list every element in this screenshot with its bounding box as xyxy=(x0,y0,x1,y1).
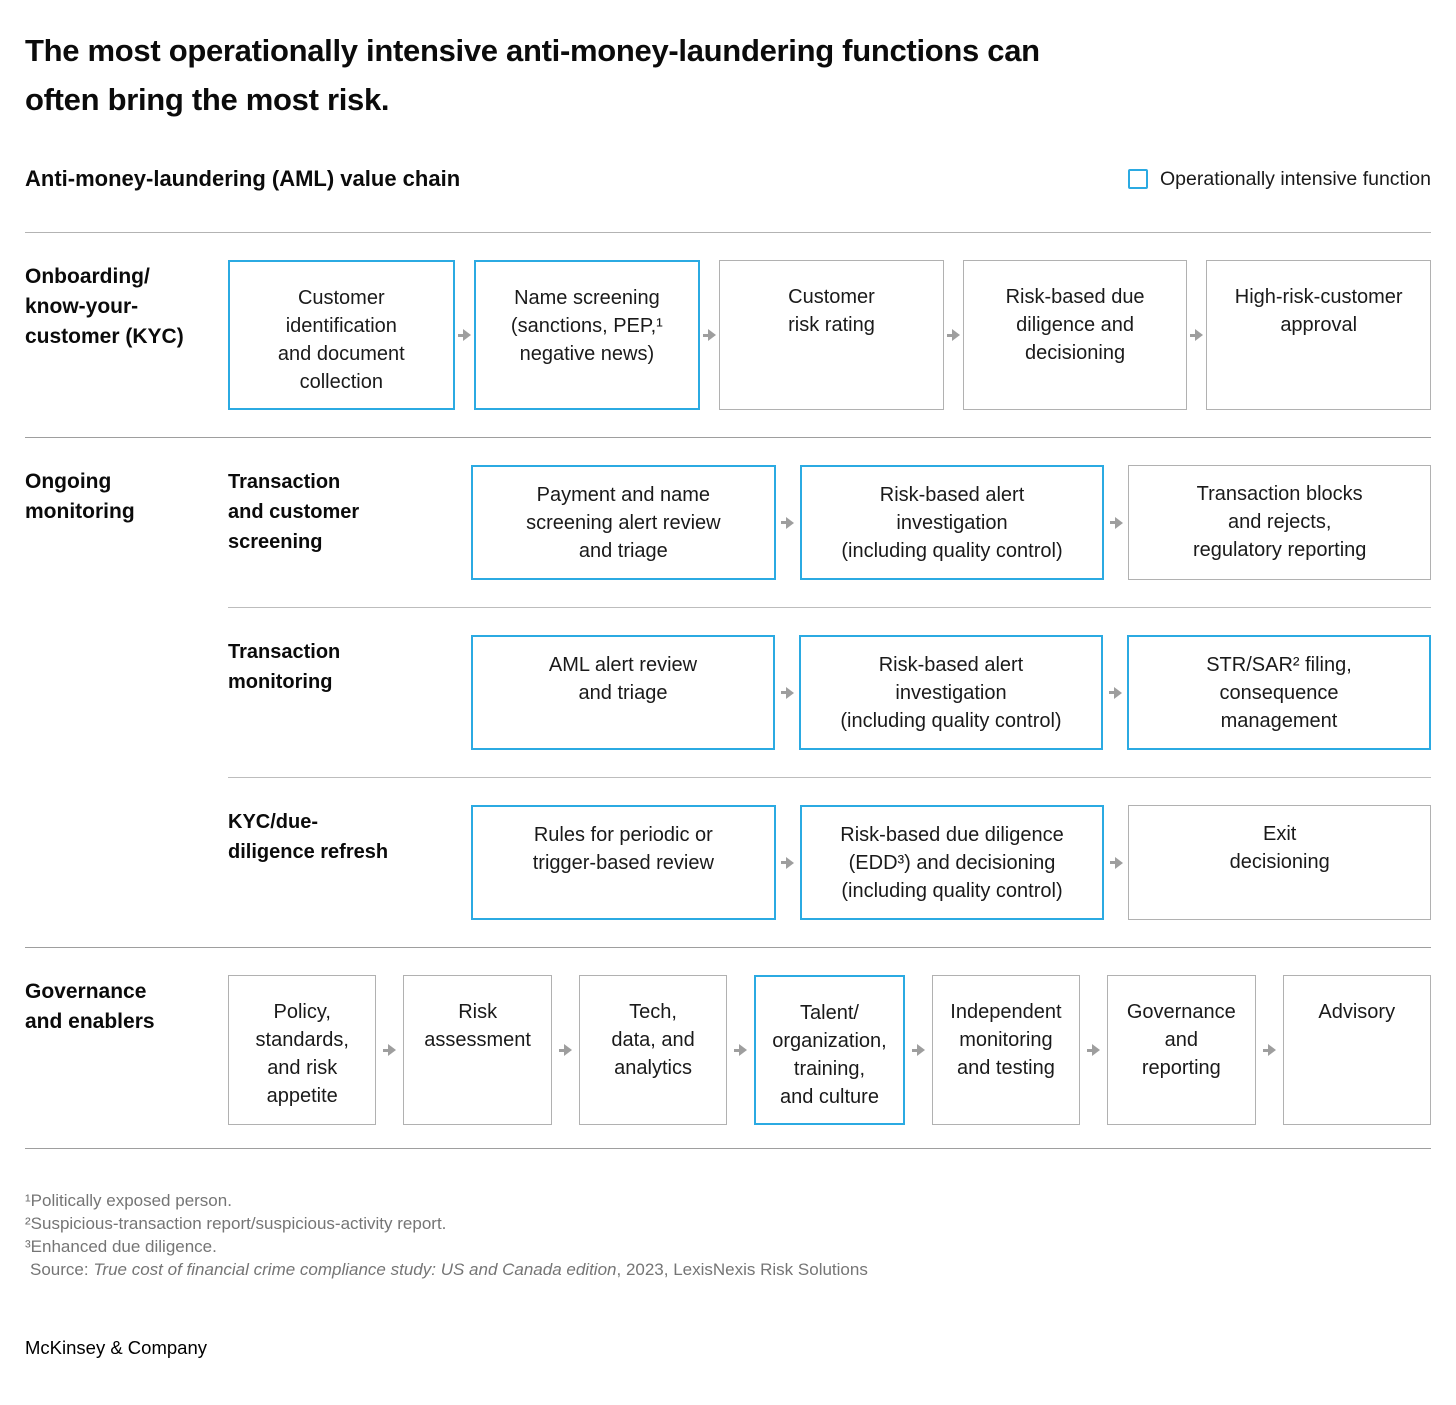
arrow-right-icon xyxy=(905,975,932,1125)
flow-box: STR/SAR² filing, consequence management xyxy=(1127,635,1431,750)
section-label: Ongoing monitoring xyxy=(25,470,135,523)
divider xyxy=(25,437,1431,438)
section-label: Onboarding/ know-your- customer (KYC) xyxy=(25,265,184,348)
source-title: True cost of financial crime compliance … xyxy=(93,1260,617,1279)
flow-box: Policy, standards, and risk appetite xyxy=(228,975,377,1125)
arrow-right-icon xyxy=(1187,260,1206,410)
arrow-right-icon xyxy=(946,329,960,341)
arrow-right-icon xyxy=(1087,1044,1101,1056)
flow-box: AML alert review and triage xyxy=(471,635,775,750)
flow-box: Advisory xyxy=(1282,975,1431,1125)
source-suffix: , 2023, LexisNexis Risk Solutions xyxy=(616,1260,868,1279)
legend-swatch-icon xyxy=(1128,169,1148,189)
subrow-kyc-due-diligence-refresh: KYC/due- diligence refresh Rules for per… xyxy=(228,778,1432,947)
arrow-right-icon xyxy=(700,260,719,410)
arrow-right-icon xyxy=(1109,516,1123,529)
flow-box: Risk-based alert investigation (includin… xyxy=(799,635,1103,750)
arrow-right-icon xyxy=(944,260,963,410)
divider xyxy=(25,947,1431,948)
flow-box: High-risk-customer approval xyxy=(1206,260,1431,410)
subrow-label: Transaction monitoring xyxy=(228,641,341,693)
flow-box: Exit decisioning xyxy=(1128,805,1432,920)
arrow-right-icon xyxy=(734,1044,748,1056)
footnote: ³Enhanced due diligence. xyxy=(25,1237,217,1256)
flow-box: Governance and reporting xyxy=(1107,975,1256,1125)
subrow-transaction-customer-screening: Transaction and customer screening Payme… xyxy=(228,438,1432,607)
flow-box: Name screening (sanctions, PEP,¹ negativ… xyxy=(473,260,701,410)
arrow-right-icon xyxy=(558,1044,572,1056)
subrow-label: Transaction and customer screening xyxy=(228,471,360,553)
arrow-right-icon xyxy=(776,805,800,920)
flow-box: Risk-based due diligence (EDD³) and deci… xyxy=(799,805,1105,920)
divider xyxy=(228,777,1431,778)
flow-box: Customer identification and document col… xyxy=(228,260,455,410)
arrow-right-icon xyxy=(703,329,717,341)
flow-box: Tech, data, and analytics xyxy=(578,975,728,1125)
subrow-transaction-monitoring: Transaction monitoring AML alert review … xyxy=(228,608,1431,777)
legend: Operationally intensive function xyxy=(1128,168,1431,191)
flow-box: Risk-based due diligence and decisioning xyxy=(962,260,1188,410)
flow-box: Talent/ organization, training, and cult… xyxy=(754,975,905,1125)
arrow-right-icon xyxy=(552,975,579,1125)
legend-label: Operationally intensive function xyxy=(1160,167,1431,190)
flow-box: Risk assessment xyxy=(403,975,552,1125)
arrow-right-icon xyxy=(1108,686,1122,699)
flow-box: Risk-based alert investigation (includin… xyxy=(799,465,1105,580)
flow-row: Payment and name screening alert review … xyxy=(471,465,1432,580)
flow-box: Customer risk rating xyxy=(719,260,944,410)
divider xyxy=(25,232,1431,233)
flow-row: Policy, standards, and risk appetite Ris… xyxy=(228,975,1431,1125)
arrow-right-icon xyxy=(455,260,474,410)
flow-box: Independent monitoring and testing xyxy=(931,975,1081,1125)
arrow-right-icon xyxy=(776,465,800,580)
arrow-right-icon xyxy=(383,1044,397,1056)
arrow-right-icon xyxy=(911,1044,925,1056)
flow-box: Payment and name screening alert review … xyxy=(471,465,776,580)
arrow-right-icon xyxy=(1103,635,1127,750)
chart-title: Anti-money-laundering (AML) value chain xyxy=(25,166,461,191)
arrow-right-icon xyxy=(1104,805,1128,920)
divider xyxy=(25,1148,1431,1149)
footnote: ¹Politically exposed person. xyxy=(25,1191,232,1210)
arrow-right-icon xyxy=(775,635,799,750)
brand-wordmark: McKinsey & Company xyxy=(25,1337,207,1358)
arrow-right-icon xyxy=(1262,1044,1276,1056)
arrow-right-icon xyxy=(1256,975,1283,1125)
ongoing-subrows: Transaction and customer screening Payme… xyxy=(228,438,1432,947)
arrow-right-icon xyxy=(780,686,794,699)
arrow-right-icon xyxy=(1190,329,1204,341)
section-onboarding-kyc: Onboarding/ know-your- customer (KYC) Cu… xyxy=(25,233,1431,437)
arrow-right-icon xyxy=(1109,856,1123,869)
arrow-right-icon xyxy=(457,329,471,341)
footnote: ²Suspicious-transaction report/suspiciou… xyxy=(25,1214,447,1233)
flow-row: AML alert review and triage Risk-based a… xyxy=(471,635,1431,750)
flow-box: Rules for periodic or trigger-based revi… xyxy=(471,805,776,920)
section-ongoing-monitoring: Ongoing monitoring Transaction and custo… xyxy=(25,438,1432,947)
arrow-right-icon xyxy=(1080,975,1107,1125)
section-governance-enablers: Governance and enablers Policy, standard… xyxy=(25,948,1431,1148)
arrow-right-icon xyxy=(781,856,795,869)
chart-header: Anti-money-laundering (AML) value chain … xyxy=(25,166,1431,192)
arrow-right-icon xyxy=(1104,465,1128,580)
section-label: Governance and enablers xyxy=(25,980,155,1033)
flow-box: Transaction blocks and rejects, regulato… xyxy=(1128,465,1432,580)
divider xyxy=(228,607,1431,608)
arrow-right-icon xyxy=(727,975,754,1125)
flow-row: Rules for periodic or trigger-based revi… xyxy=(471,805,1432,920)
arrow-right-icon xyxy=(376,975,403,1125)
page-title: The most operationally intensive anti-mo… xyxy=(25,33,1040,117)
subrow-label: KYC/due- diligence refresh xyxy=(228,811,389,863)
footnotes: ¹Politically exposed person. ²Suspicious… xyxy=(25,1189,1431,1258)
source-line: Source: True cost of financial crime com… xyxy=(25,1258,1431,1281)
source-prefix: Source: xyxy=(30,1260,94,1279)
arrow-right-icon xyxy=(781,516,795,529)
flow-row: Customer identification and document col… xyxy=(228,260,1431,410)
